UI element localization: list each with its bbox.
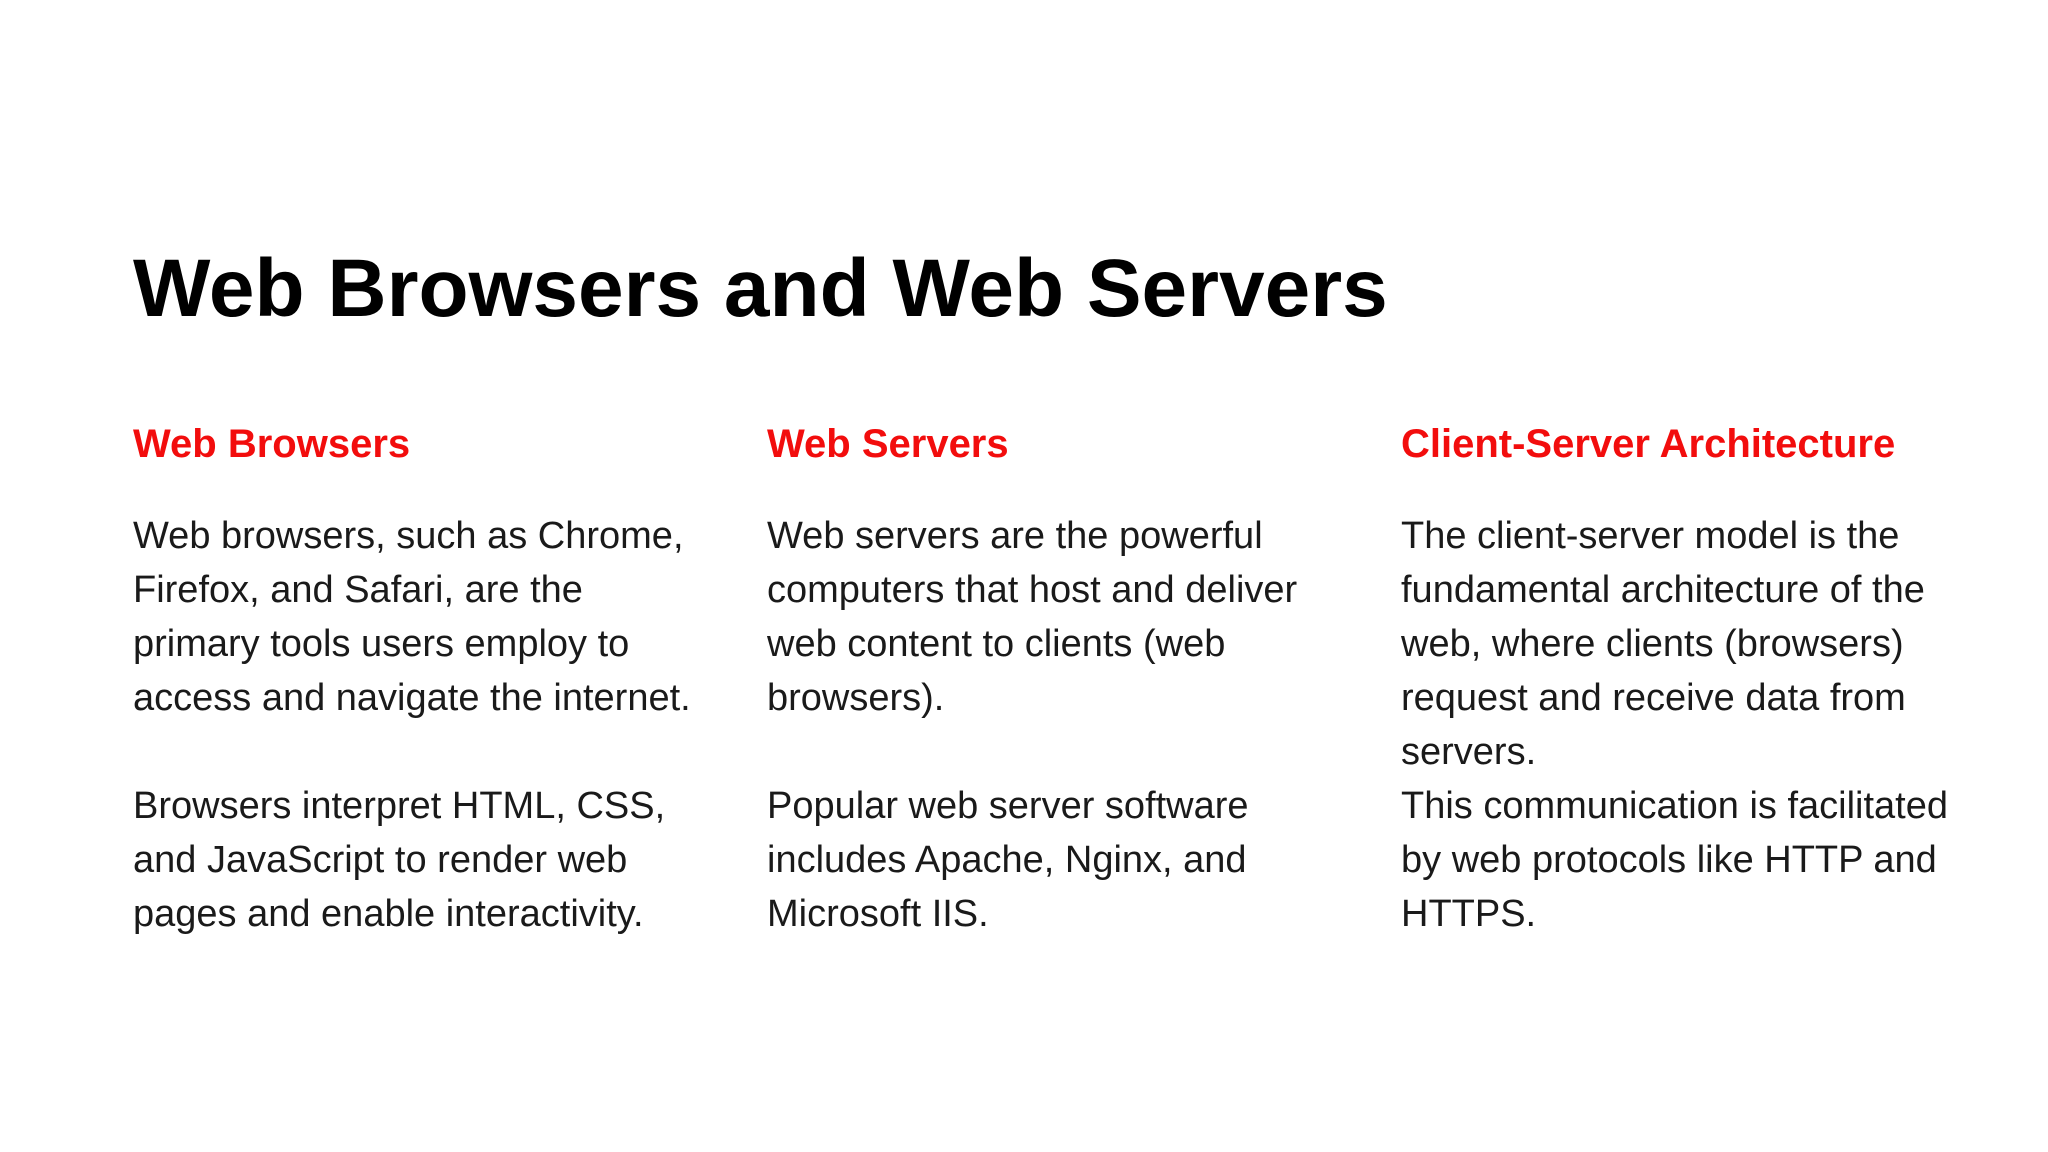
columns-row: Web Browsers Web browsers, such as Chrom… bbox=[133, 420, 1965, 941]
column-web-servers: Web Servers Web servers are the powerful… bbox=[767, 420, 1332, 941]
column-heading-web-browsers: Web Browsers bbox=[133, 422, 411, 466]
column-heading-client-server-architecture: Client-Server Architecture bbox=[1401, 422, 1896, 466]
column-paragraph: Web servers are the powerful computers t… bbox=[767, 515, 1298, 719]
column-paragraph: Browsers interpret HTML, CSS, and JavaSc… bbox=[133, 785, 666, 935]
column-paragraph: The client-server model is the fundament… bbox=[1401, 515, 1925, 773]
column-heading-web-servers: Web Servers bbox=[767, 422, 1009, 466]
slide-title: Web Browsers and Web Servers bbox=[133, 243, 1388, 334]
column-paragraph: Popular web server software includes Apa… bbox=[767, 785, 1249, 935]
column-client-server-architecture: Client-Server Architecture The client-se… bbox=[1401, 420, 1966, 941]
column-web-browsers: Web Browsers Web browsers, such as Chrom… bbox=[133, 420, 698, 941]
column-paragraph: Web browsers, such as Chrome, Firefox, a… bbox=[133, 515, 691, 719]
column-paragraph: This communication is facilitated by web… bbox=[1401, 785, 1948, 935]
